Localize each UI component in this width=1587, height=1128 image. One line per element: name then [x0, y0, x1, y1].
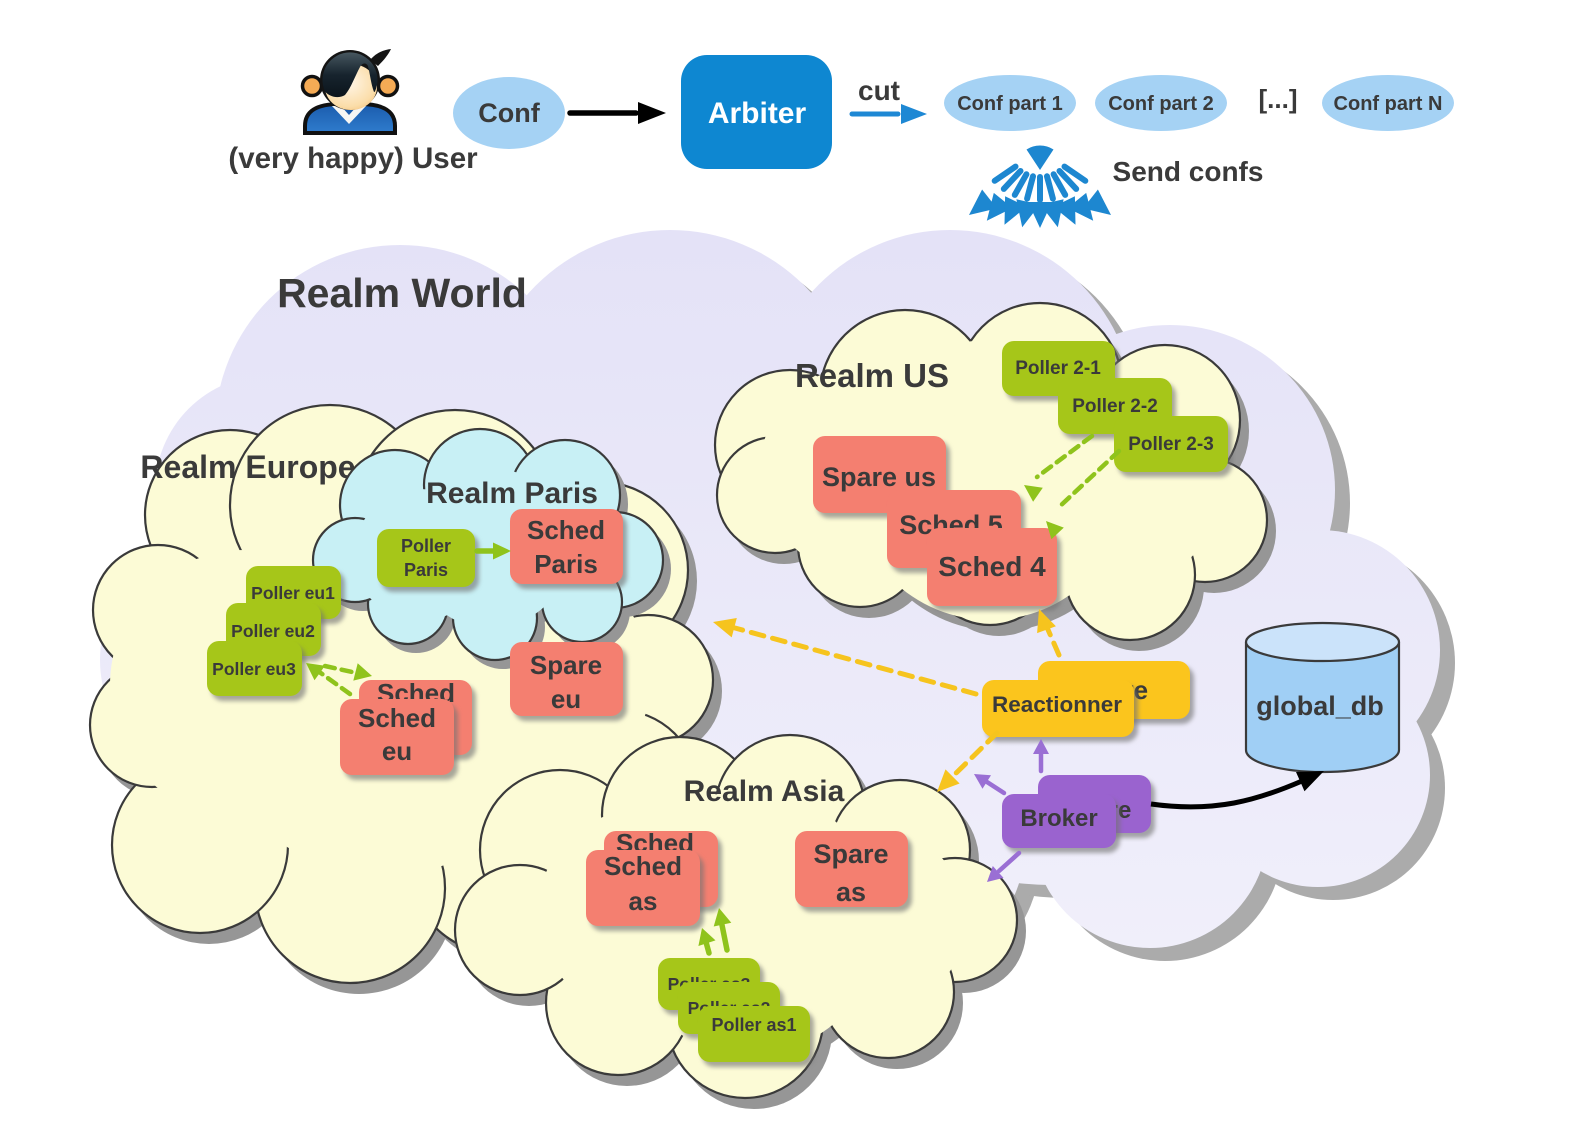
- svg-text:Spare: Spare: [813, 839, 888, 869]
- svg-text:global_db: global_db: [1256, 691, 1384, 721]
- svg-text:Poller 2-3: Poller 2-3: [1128, 434, 1214, 455]
- svg-text:cut: cut: [858, 75, 900, 106]
- svg-text:Poller: Poller: [401, 536, 451, 556]
- svg-text:Arbiter: Arbiter: [708, 97, 807, 130]
- svg-text:Paris: Paris: [534, 549, 598, 579]
- svg-text:Conf part 1: Conf part 1: [957, 93, 1063, 115]
- svg-text:Reactionner: Reactionner: [992, 692, 1122, 717]
- svg-text:Conf: Conf: [478, 98, 540, 128]
- svg-text:Poller eu2: Poller eu2: [231, 621, 315, 641]
- svg-text:[...]: [...]: [1259, 84, 1298, 114]
- svg-text:Sched: Sched: [358, 703, 436, 733]
- svg-text:Conf part 2: Conf part 2: [1108, 93, 1214, 115]
- svg-text:Realm World: Realm World: [277, 270, 527, 316]
- svg-text:Realm US: Realm US: [795, 357, 949, 394]
- svg-text:Sched: Sched: [527, 515, 605, 545]
- svg-text:Realm Paris: Realm Paris: [426, 477, 598, 510]
- svg-text:Poller 2-2: Poller 2-2: [1072, 396, 1158, 417]
- svg-text:eu: eu: [382, 736, 412, 766]
- svg-text:(very happy) User: (very happy) User: [228, 142, 478, 175]
- svg-text:Send confs: Send confs: [1113, 156, 1264, 187]
- svg-text:as: as: [629, 886, 658, 916]
- svg-text:Spare us: Spare us: [822, 462, 936, 492]
- svg-text:Conf part N: Conf part N: [1334, 93, 1443, 115]
- svg-text:Sched 4: Sched 4: [938, 551, 1046, 582]
- svg-text:Poller eu1: Poller eu1: [251, 583, 335, 603]
- svg-text:Spare: Spare: [530, 650, 602, 680]
- svg-text:Broker: Broker: [1020, 805, 1097, 832]
- svg-text:Realm Asia: Realm Asia: [684, 775, 845, 808]
- svg-text:Poller as1: Poller as1: [711, 1015, 796, 1035]
- svg-text:Realm Europe: Realm Europe: [140, 449, 355, 485]
- svg-text:eu: eu: [551, 684, 581, 714]
- svg-text:Poller 2-1: Poller 2-1: [1015, 358, 1101, 379]
- svg-text:Poller eu3: Poller eu3: [212, 659, 296, 679]
- svg-text:Paris: Paris: [404, 560, 448, 580]
- svg-text:as: as: [836, 877, 866, 907]
- svg-text:Sched: Sched: [604, 851, 682, 881]
